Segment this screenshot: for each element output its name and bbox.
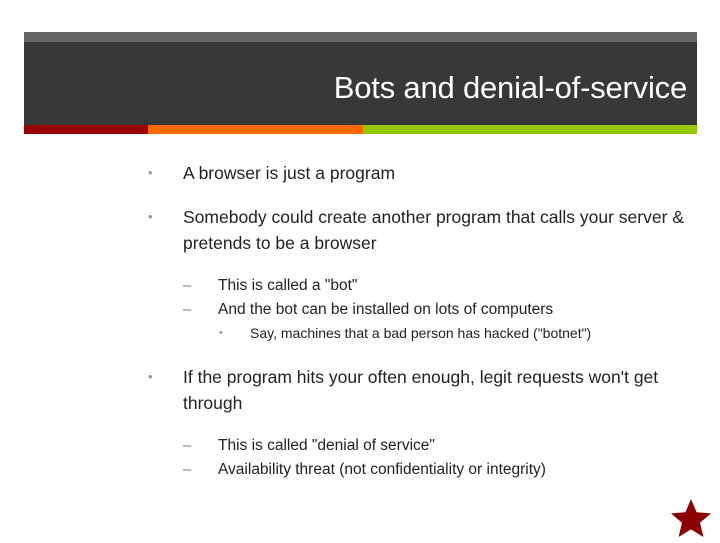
list-item-text: And the bot can be installed on lots of … — [218, 301, 554, 318]
accent-segment-orange — [148, 125, 363, 134]
bullet-marker-icon: • — [219, 327, 223, 339]
list-item: • Say, machines that a bad person has ha… — [0, 322, 720, 344]
list-item: • If the program hits your often enough,… — [0, 364, 720, 416]
header-top-strip — [24, 32, 697, 42]
dash-marker-icon: – — [183, 277, 192, 294]
list-item-text: This is called a "bot" — [218, 277, 358, 294]
list-item: – This is called "denial of service" — [0, 434, 720, 457]
list-item-text: Availability threat (not confidentiality… — [218, 461, 546, 478]
accent-segment-green — [363, 125, 697, 134]
list-item: • A browser is just a program — [0, 160, 720, 186]
bullet-marker-icon: • — [148, 165, 153, 180]
bullet-marker-icon: • — [148, 369, 153, 384]
dash-marker-icon: – — [183, 461, 192, 478]
star-icon — [670, 498, 712, 538]
list-item-text: This is called "denial of service" — [218, 437, 435, 454]
list-item: – And the bot can be installed on lots o… — [0, 298, 720, 321]
slide-body: • A browser is just a program • Somebody… — [0, 160, 720, 482]
list-item-text: Say, machines that a bad person has hack… — [250, 325, 592, 341]
dash-marker-icon: – — [183, 437, 192, 454]
header-background: Bots and denial-of-service — [24, 42, 697, 130]
list-item: • Somebody could create another program … — [0, 204, 720, 256]
page-title: Bots and denial-of-service — [333, 70, 687, 105]
list-item-text: Somebody could create another program th… — [183, 207, 684, 253]
accent-segment-red — [24, 125, 148, 134]
bullet-marker-icon: • — [148, 209, 153, 224]
list-item: – This is called a "bot" — [0, 274, 720, 297]
slide-header-band: Bots and denial-of-service — [24, 32, 697, 130]
list-item: – Availability threat (not confidentiali… — [0, 458, 720, 481]
dash-marker-icon: – — [183, 301, 192, 318]
accent-color-bar — [24, 125, 697, 134]
list-item-text: If the program hits your often enough, l… — [183, 367, 659, 413]
list-item-text: A browser is just a program — [183, 163, 396, 183]
